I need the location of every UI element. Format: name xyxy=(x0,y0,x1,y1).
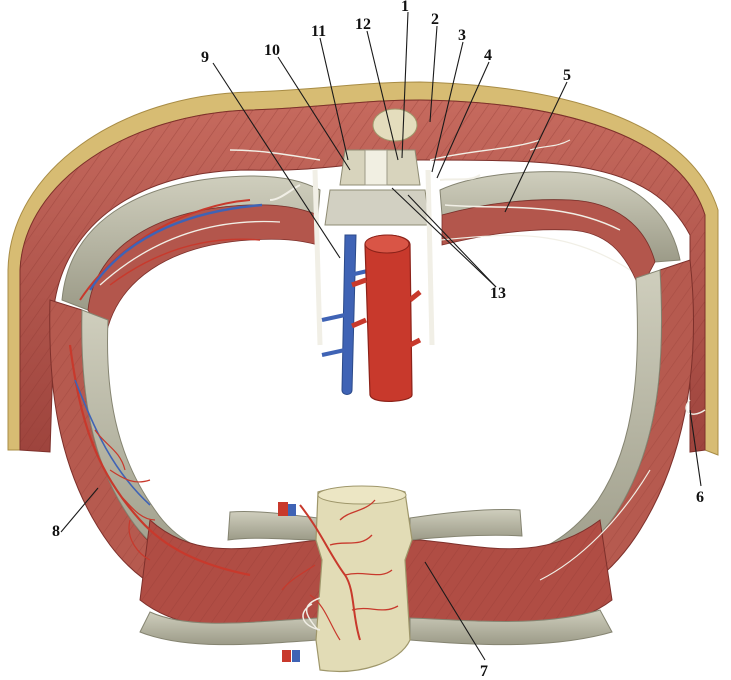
internal-thoracic-vessels xyxy=(278,499,399,662)
label-2: 2 xyxy=(431,11,439,28)
posterior-thoracic-wall xyxy=(7,81,719,456)
label-11: 11 xyxy=(311,23,326,40)
lateral-vessels xyxy=(68,199,281,577)
anterior-thoracic-wall xyxy=(139,485,613,672)
label-5: 5 xyxy=(563,67,571,84)
label-12: 12 xyxy=(355,16,371,33)
label-13: 13 xyxy=(490,285,506,302)
label-9: 9 xyxy=(201,49,209,66)
label-4: 4 xyxy=(484,47,492,64)
sternum-top xyxy=(317,485,407,505)
descending-aorta xyxy=(364,234,413,402)
label-10: 10 xyxy=(264,42,280,59)
intercostal-nerves xyxy=(229,139,706,581)
sternum xyxy=(315,486,413,672)
leader-lines xyxy=(60,11,702,661)
vertebral-body xyxy=(324,189,431,226)
anterior-nerve-fan xyxy=(302,597,321,631)
spinal-cord xyxy=(364,149,388,186)
label-6: 6 xyxy=(696,489,704,506)
label-1: 1 xyxy=(401,0,409,15)
anterior-rib-upper-right xyxy=(409,508,523,541)
anterior-rib-upper xyxy=(227,511,319,541)
anterior-rib-lower-right xyxy=(409,609,613,646)
label-3: 3 xyxy=(458,27,466,44)
label-7: 7 xyxy=(480,663,488,680)
label-8: 8 xyxy=(52,523,60,540)
vertebral-spinous-process xyxy=(372,108,418,142)
figure-labels: 1 2 3 4 5 6 7 8 9 10 11 12 13 xyxy=(52,0,704,680)
